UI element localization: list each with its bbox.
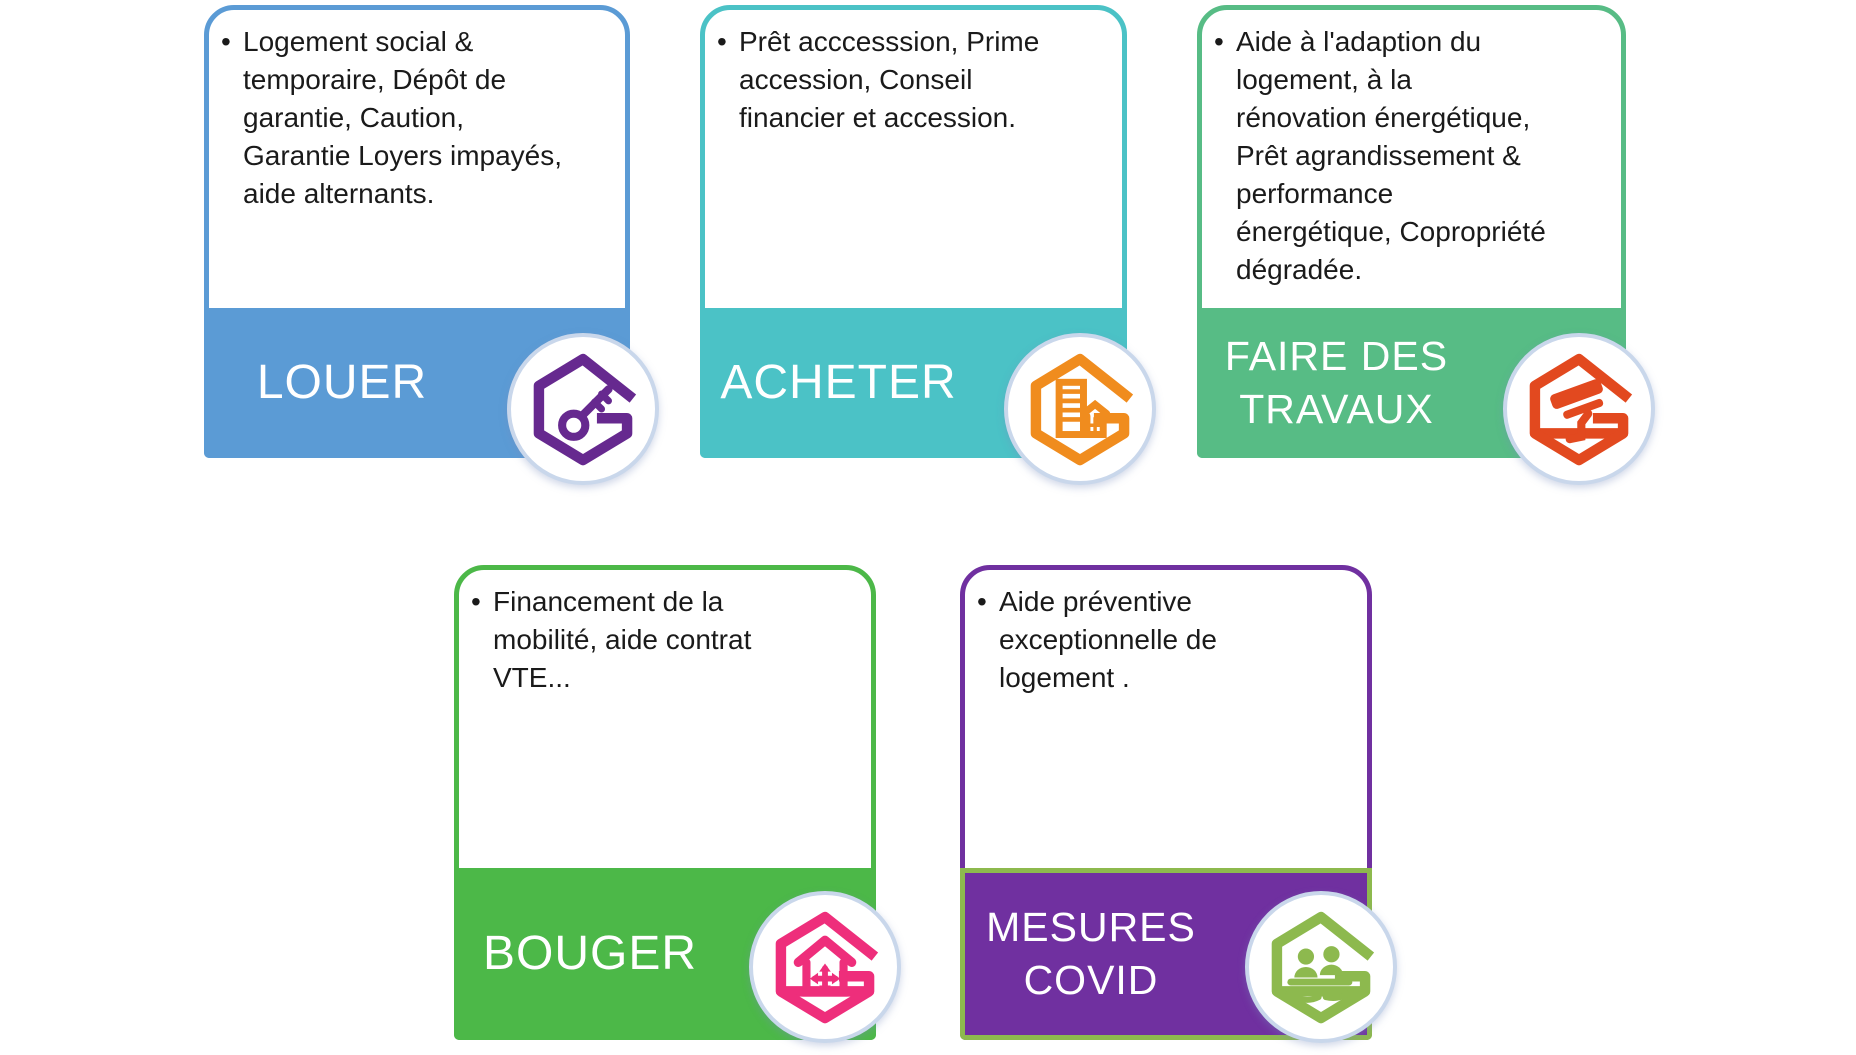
card-title: MESURES COVID [986,903,1196,1003]
icon-badge [1503,333,1655,485]
card-acheter: • Prêt acccesssion, Prime accession, Con… [700,5,1156,485]
key-hexagon-icon [533,353,637,466]
bullet-marker: • [717,26,727,57]
card-title: BOUGER [482,927,698,981]
card-description: Aide à l'adaption du logement, à la réno… [1236,26,1546,285]
moving-house-hexagon-icon [775,911,879,1024]
card-description-block: • Prêt acccesssion, Prime accession, Con… [705,10,1122,137]
icon-badge [1245,891,1397,1043]
card-description: Financement de la mobilité, aide contrat… [493,586,752,693]
bullet-marker: • [977,586,987,617]
icon-badge [1004,333,1156,485]
card-title: ACHETER [720,356,957,410]
card-description: Logement social & temporaire, Dépôt de g… [243,26,563,209]
card-description: Aide préventive exceptionnelle de logeme… [999,586,1217,693]
bullet-marker: • [1214,26,1224,57]
card-description-block: • Financement de la mobilité, aide contr… [459,570,871,697]
card-mesures-covid: • Aide préventive exceptionnelle de loge… [960,565,1397,1043]
bullet-marker: • [471,586,481,617]
building-hexagon-icon [1030,353,1134,466]
bullet-marker: • [221,26,231,57]
people-support-hexagon-icon [1271,911,1375,1024]
card-description: Prêt acccesssion, Prime accession, Conse… [739,26,1040,133]
card-description-block: • Aide à l'adaption du logement, à la ré… [1202,10,1621,289]
card-title: LOUER [256,356,428,410]
paint-roller-hexagon-icon [1529,353,1633,466]
icon-badge [507,333,659,485]
icon-badge [749,891,901,1043]
card-bouger: • Financement de la mobilité, aide contr… [454,565,901,1043]
card-title: FAIRE DES TRAVAUX [1224,332,1449,432]
card-faire-des-travaux: • Aide à l'adaption du logement, à la ré… [1197,5,1655,485]
card-description-block: • Logement social & temporaire, Dépôt de… [209,10,625,213]
card-description-block: • Aide préventive exceptionnelle de loge… [965,570,1367,697]
card-louer: • Logement social & temporaire, Dépôt de… [204,5,659,485]
